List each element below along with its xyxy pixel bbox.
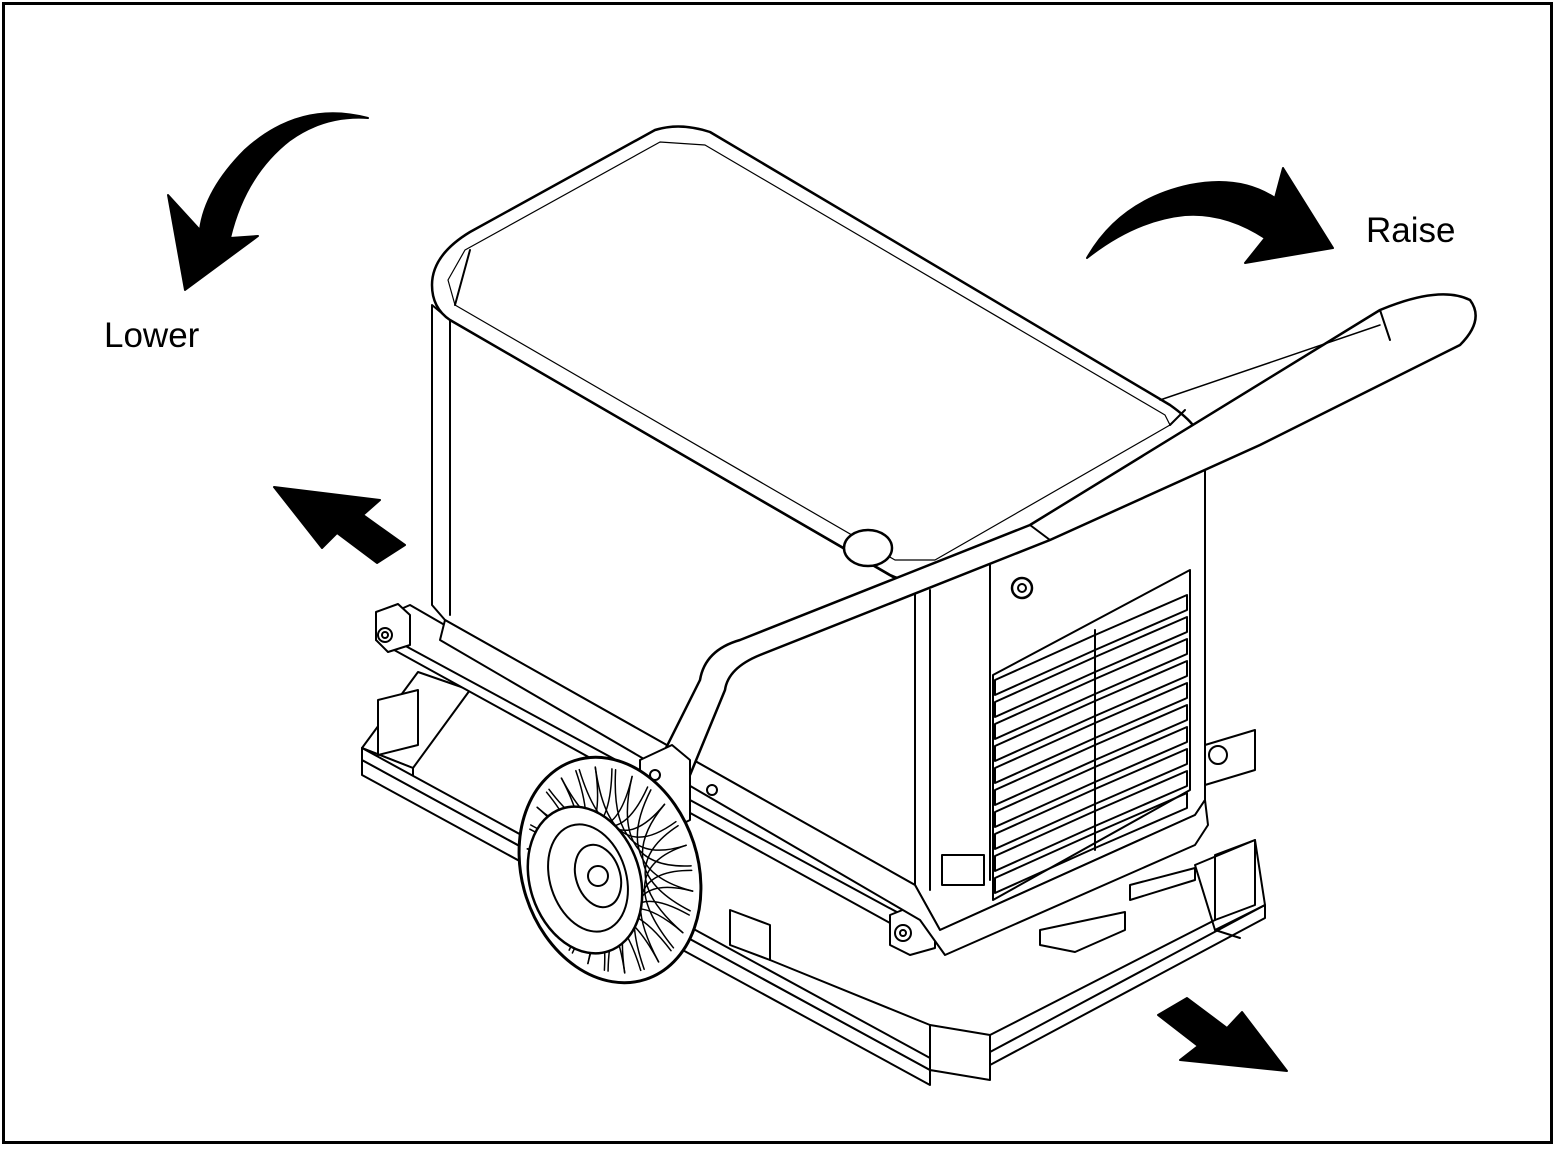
lower-label: Lower — [104, 316, 200, 355]
tread-line — [636, 789, 694, 892]
curved-arrow-counterclockwise-icon — [167, 112, 369, 291]
tread-line — [644, 824, 684, 934]
tread-line — [641, 803, 691, 912]
tread-line — [626, 775, 692, 867]
tread-line — [614, 769, 687, 851]
tread-line — [594, 766, 677, 838]
raise-label: Raise — [1366, 211, 1456, 250]
dolly-wheel — [517, 755, 703, 985]
curved-arrow-clockwise-icon — [1086, 167, 1334, 264]
arrow-up-left-icon — [273, 486, 406, 564]
vent-louvers — [992, 569, 1191, 901]
vent-frame — [992, 569, 1191, 901]
tread-line — [643, 844, 687, 949]
arrow-down-right-icon — [1157, 997, 1288, 1072]
